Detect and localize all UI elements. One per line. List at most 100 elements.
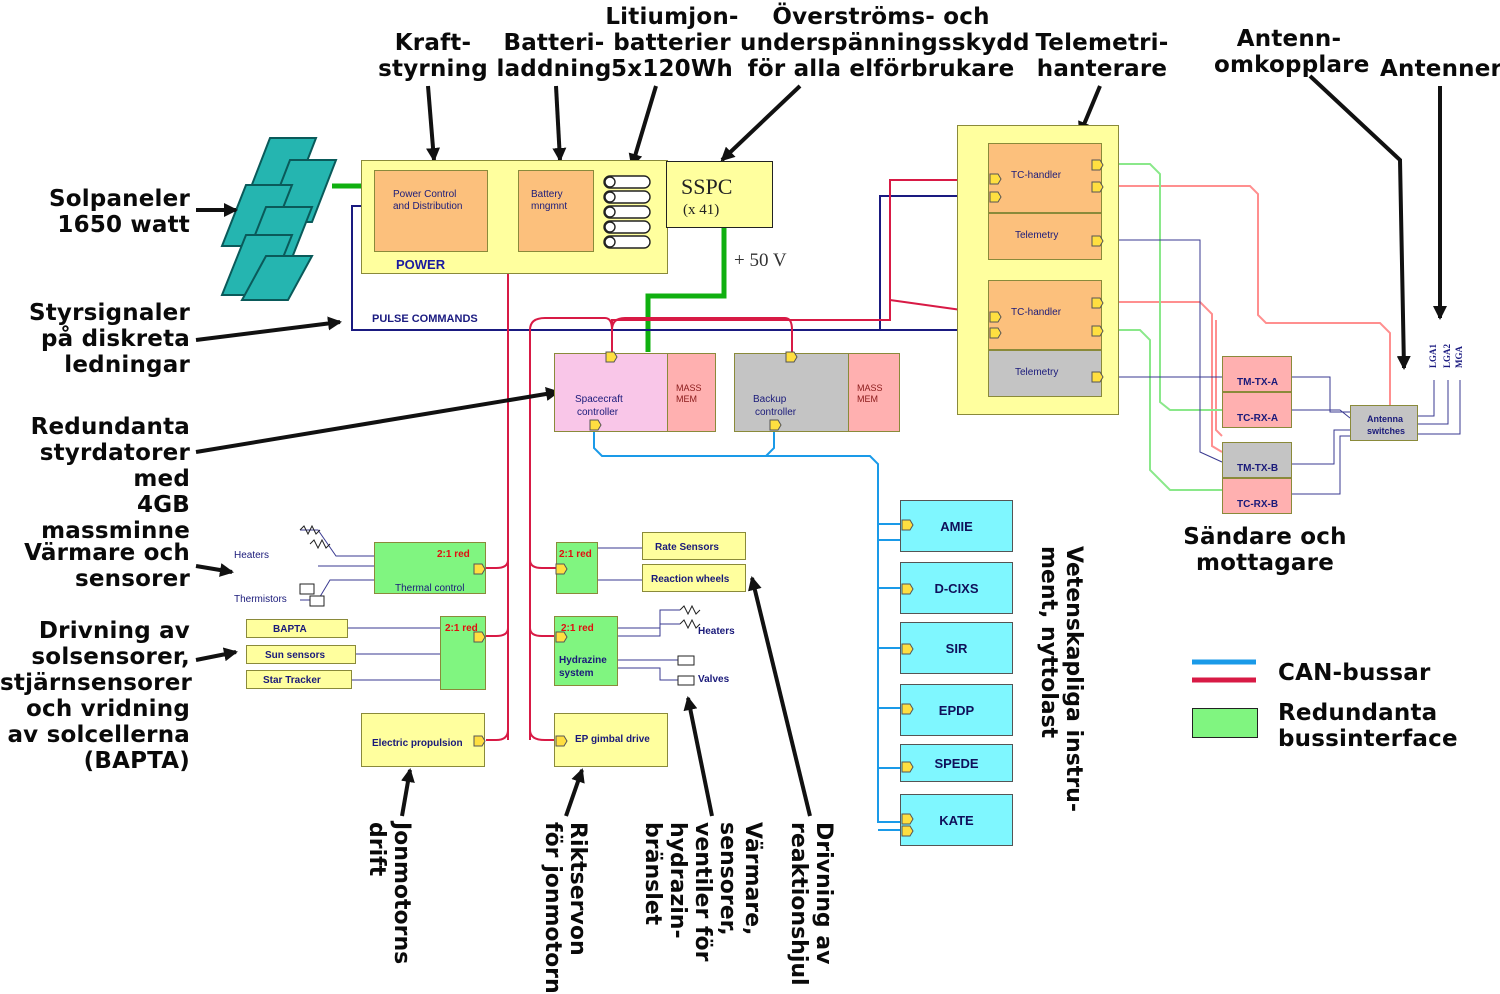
caption-solpaneler-1: Solpaneler	[48, 186, 190, 212]
power-control-block: Power Control and Distribution	[374, 170, 488, 252]
tc-handler-b-label: TC-handler	[1011, 307, 1062, 318]
caption-varmare-ventiler: Värmare, sensorer, ventiler för hydrazin…	[640, 822, 765, 962]
caption-litium-2: batterier	[613, 30, 731, 56]
hydrazine-block: 2:1 red Hydrazine system	[554, 616, 618, 686]
caption-drivning-5: av solcellerna	[7, 722, 190, 748]
backup-controller-label-2: controller	[755, 407, 797, 418]
caption-telemetri-1: Telemetri-	[1035, 30, 1169, 56]
caption-litiumjon: Litiumjon- batterier 5x120Wh	[600, 4, 744, 82]
caption-solpaneler-2: 1650 watt	[57, 212, 190, 238]
power-label: POWER	[396, 257, 446, 272]
caption-riktservon: Riktservon för jonmotorn	[540, 822, 590, 994]
caption-drivning-3: stjärnsensorer	[0, 670, 193, 696]
sspc-block: SSPC (x 41)	[666, 161, 773, 228]
mass-mem-label-1a: MASS	[676, 383, 702, 393]
hydrazine-red-label: 2:1 red	[561, 623, 594, 634]
sspc-count: (x 41)	[683, 202, 720, 218]
caption-litium-1: Litiumjon-	[605, 4, 739, 30]
hydrazine-label-1: Hydrazine	[559, 655, 607, 666]
caption-antenn-1: Antenn-	[1236, 26, 1342, 52]
spacecraft-controller-block: Spacecraft controller	[554, 353, 668, 432]
antenna-switches-label-1: Antenna	[1367, 414, 1403, 424]
electric-propulsion-block: Electric propulsion	[361, 713, 485, 767]
caption-telemetri-2: hanterare	[1036, 56, 1168, 82]
thermal-control-label: Thermal control	[395, 583, 465, 594]
rate-sensors-block: Rate Sensors	[642, 532, 746, 560]
tc-handler-a-block: TC-handler	[988, 143, 1102, 213]
caption-solpaneler: Solpaneler 1650 watt	[0, 186, 190, 238]
caption-kraftstyrning-2: styrning	[378, 56, 488, 82]
rate-red-label: 2:1 red	[559, 549, 592, 560]
caption-kraftstyrning-1: Kraft-	[394, 30, 472, 56]
caption-styrsignaler: Styrsignaler på diskreta ledningar	[0, 300, 190, 378]
tc-rx-b-label: TC-RX-B	[1237, 499, 1279, 510]
caption-overstrom: Överströms- och underspänningsskydd för …	[740, 4, 1030, 82]
instrument-amie: AMIE	[900, 500, 1013, 552]
caption-styrsignaler-2: på diskreta	[41, 326, 190, 352]
caption-sandare-2: mottagare	[1195, 550, 1334, 576]
sspc-label: SSPC	[681, 174, 733, 199]
caption-redundanta-2: styrdatorer med	[39, 440, 190, 492]
sun-sensors-label: Sun sensors	[265, 650, 326, 661]
tm-tx-a-block: TM-TX-A	[1222, 356, 1292, 392]
instrument-epdp: EPDP	[900, 684, 1013, 736]
mass-mem-block-2: MASS MEM	[848, 353, 900, 432]
caption-overstrom-1: Överströms- och	[772, 4, 990, 30]
thermistors-label: Thermistors	[234, 594, 287, 605]
mass-mem-label-1b: MEM	[676, 394, 697, 404]
heaters-label-left: Heaters	[234, 550, 270, 561]
caption-jonmotorns: Jonmotorns drift	[364, 822, 414, 965]
tm-tx-b-label: TM-TX-B	[1237, 463, 1279, 474]
telemetry-b-block: Telemetry	[988, 350, 1102, 397]
battery-block: Battery mngmnt	[518, 170, 594, 252]
tc-rx-b-block: TC-RX-B	[1222, 478, 1292, 514]
antenna-switches-label-2: switches	[1367, 426, 1406, 436]
plus-50v-label: + 50 V	[734, 250, 787, 271]
caption-batteriladdning: Batteri- laddning	[484, 30, 624, 82]
mass-mem-block-1: MASS MEM	[667, 353, 716, 432]
caption-telemetri: Telemetri- hanterare	[1030, 30, 1174, 82]
star-tracker-label: Star Tracker	[263, 675, 321, 686]
caption-redundanta-3: 4GB massminne	[41, 492, 190, 544]
tc-rx-a-block: TC-RX-A	[1222, 392, 1292, 428]
legend-can-label: CAN-bussar	[1278, 660, 1431, 686]
backup-controller-block: Backup controller	[734, 353, 849, 432]
caption-drivning-4: och vridning	[26, 696, 190, 722]
aocs-red-label: 2:1 red	[445, 623, 478, 634]
power-control-label-1: Power Control	[393, 189, 457, 200]
caption-litium-3: 5x120Wh	[611, 56, 733, 82]
caption-vetenskapliga: Vetenskapliga instru- ment, nyttolast	[1036, 546, 1086, 812]
caption-varmare-sensorer: Värmare och sensorer	[0, 540, 190, 592]
battery-cells-icon	[603, 175, 651, 249]
caption-styrsignaler-1: Styrsignaler	[28, 300, 190, 326]
pulse-commands-label: PULSE COMMANDS	[372, 313, 478, 325]
caption-antenn-omkopplare: Antenn- omkopplare	[1214, 26, 1370, 78]
heaters-label-right: Heaters	[698, 626, 735, 637]
aocs-interface-block: 2:1 red	[440, 616, 486, 690]
solar-panels-icon	[220, 137, 338, 301]
electric-propulsion-label: Electric propulsion	[372, 738, 463, 749]
power-control-label-2: and Distribution	[393, 201, 463, 212]
antenna-switches-block: Antenna switches	[1350, 405, 1418, 441]
instrument-kate: KATE	[900, 794, 1013, 846]
bapta-label: BAPTA	[273, 624, 307, 635]
hydrazine-label-2: system	[559, 668, 594, 679]
mass-mem-label-2a: MASS	[857, 383, 883, 393]
legend-redundant-1: Redundanta	[1278, 700, 1438, 726]
caption-drivning-6: (BAPTA)	[83, 748, 190, 774]
caption-overstrom-2: underspänningsskydd	[740, 30, 1030, 56]
mass-mem-label-2b: MEM	[857, 394, 878, 404]
caption-varmare-2: sensorer	[74, 566, 190, 592]
spacecraft-controller-label-1: Spacecraft	[575, 394, 623, 405]
tc-handler-b-block: TC-handler	[988, 280, 1102, 350]
valves-label: Valves	[698, 674, 730, 685]
ep-gimbal-label: EP gimbal drive	[575, 734, 650, 745]
caption-drivning-bapta: Drivning av solsensorer, stjärnsensorer …	[0, 618, 193, 774]
caption-batteri-1: Batteri-	[503, 30, 605, 56]
caption-antenn-2: omkopplare	[1214, 52, 1370, 78]
tc-handler-a-label: TC-handler	[1011, 170, 1062, 181]
caption-kraftstyrning: Kraft- styrning	[366, 30, 500, 82]
instrument-spede: SPEDE	[900, 744, 1013, 782]
